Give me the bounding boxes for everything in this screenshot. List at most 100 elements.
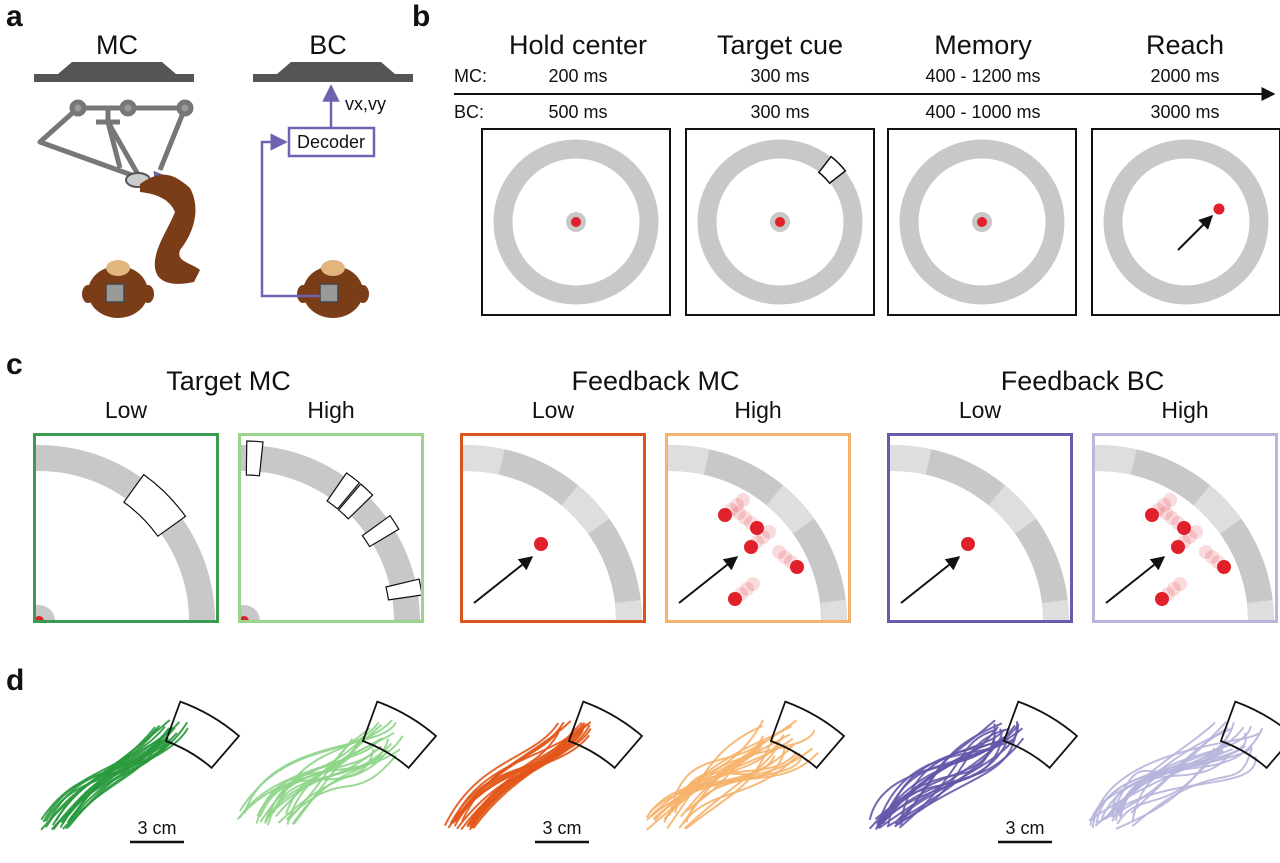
scale-bar-label: 3 cm: [137, 818, 176, 838]
trajectory: [666, 725, 763, 829]
trajectory: [649, 747, 814, 813]
cursor-ghost: [746, 577, 760, 591]
cursor: [728, 592, 742, 606]
cursor-ghost: [1183, 530, 1197, 544]
epoch-title: Reach: [1146, 30, 1224, 60]
cursor-ghost: [732, 506, 746, 520]
uncertainty-high-label: High: [734, 397, 781, 423]
trajectory: [876, 739, 1009, 827]
reach-arrow: [473, 556, 534, 604]
trajectory: [646, 719, 764, 821]
epoch-mc-duration: 2000 ms: [1150, 66, 1219, 86]
cursor-ghost: [736, 493, 750, 507]
target: [123, 473, 187, 538]
ring-arc: [33, 444, 215, 623]
epoch-bc-duration: 300 ms: [750, 102, 809, 122]
trajectory-panel: [40, 700, 241, 831]
condition-frame-low: [33, 433, 219, 623]
epoch-bc-duration: 400 - 1000 ms: [925, 102, 1040, 122]
trajectory: [1097, 726, 1229, 823]
panel-letter-c: c: [6, 348, 23, 381]
target-outline: [567, 700, 644, 770]
trajectory: [895, 727, 1010, 826]
target-zone: [1092, 444, 1137, 475]
trajectory: [678, 752, 801, 829]
panel-letter-b: b: [412, 0, 430, 33]
cursor: [1171, 540, 1185, 554]
cursor-ghost: [1163, 493, 1177, 507]
reach-arrow: [1105, 556, 1166, 604]
target-outline: [1002, 700, 1079, 770]
reach-arrow: [900, 556, 961, 604]
target-zone: [665, 444, 710, 475]
target-ring: [493, 139, 659, 305]
trajectory-panel: [868, 700, 1079, 831]
target-zone: [766, 485, 815, 534]
trajectory: [1116, 747, 1216, 825]
cursor: [790, 560, 804, 574]
trajectory: [653, 725, 793, 821]
cursor: [1217, 560, 1231, 574]
cued-target: [817, 155, 847, 185]
uncertainty-low-label: Low: [105, 397, 148, 423]
mc-monitor: [34, 62, 194, 82]
panel-letter-a: a: [6, 0, 23, 33]
cursor: [1145, 508, 1159, 522]
trajectory-groups: 3 cm 3 cm 3 cm: [40, 700, 1280, 844]
cursor: [775, 217, 785, 227]
trajectory-panel: [443, 700, 644, 831]
cursor-ghost: [1165, 511, 1179, 525]
trajectory: [40, 724, 161, 831]
trajectory: [472, 723, 588, 829]
target-zone: [1193, 485, 1242, 534]
trajectory: [1115, 721, 1216, 821]
cursor: [1177, 521, 1191, 535]
target-outline: [1219, 700, 1280, 770]
trajectory: [460, 721, 583, 831]
target: [337, 483, 374, 520]
trajectory: [887, 737, 1007, 827]
condition-frame-high: [1092, 433, 1278, 623]
trajectory: [263, 735, 404, 824]
cursor-ghost: [1199, 545, 1213, 559]
trajectory: [69, 726, 176, 826]
epoch-mc-duration: 200 ms: [548, 66, 607, 86]
trajectory: [684, 743, 781, 830]
target-zone: [887, 444, 932, 475]
scale-bar-label: 3 cm: [1005, 818, 1044, 838]
condition-frame-high: [665, 433, 851, 623]
bc-monkey-head: [297, 260, 369, 318]
trajectory: [685, 749, 761, 812]
bc-monitor: [253, 62, 413, 82]
panel-d: 3 cm 3 cm 3 cm: [40, 700, 1280, 844]
cursor-ghost: [1167, 582, 1181, 596]
target: [361, 514, 400, 548]
target-ring: [697, 139, 863, 305]
target-ring: [899, 139, 1065, 305]
epoch-title: Hold center: [509, 30, 647, 60]
trajectory-panel: [645, 700, 846, 831]
trajectory: [899, 722, 1003, 822]
scale-bar-label: 3 cm: [542, 818, 581, 838]
condition-title: Feedback BC: [1001, 366, 1165, 396]
cursor-ghost: [1159, 506, 1173, 520]
trajectory: [277, 748, 375, 824]
trajectory: [285, 754, 397, 821]
target-zone: [819, 599, 848, 623]
cursor: [744, 540, 758, 554]
cursor: [977, 217, 987, 227]
trajectory: [66, 726, 156, 824]
zoomed-workspace-high: [1092, 444, 1275, 623]
target-zone: [614, 599, 643, 623]
bc-title: BC: [309, 30, 347, 60]
cursor-ghost: [738, 511, 752, 525]
panel-a: MC BC: [34, 30, 413, 318]
target-zone: [460, 444, 505, 475]
target-outline: [769, 700, 846, 770]
trajectory-panel: [236, 700, 438, 826]
trajectory: [67, 721, 189, 829]
zoomed-workspace-low: [460, 444, 643, 623]
